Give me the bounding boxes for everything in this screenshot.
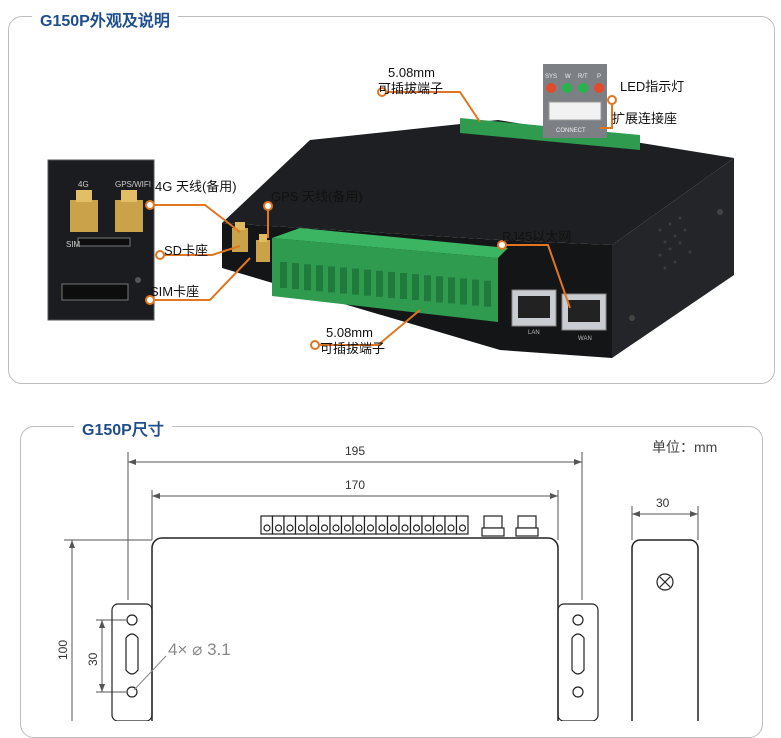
dim-total-width: 195 (345, 444, 366, 458)
dim-hole-spec: 4× ⌀ 3.1 (168, 640, 231, 659)
device-top-face (222, 120, 734, 245)
terminal-pin (352, 268, 359, 295)
terminal-screw (332, 524, 340, 532)
terminal-screw (424, 524, 432, 532)
led-inset-photo (543, 64, 607, 138)
terminal-screw (447, 524, 455, 532)
vent-holes (658, 216, 692, 270)
callout-gps-antenna: GPS 天线(备用) (271, 189, 363, 204)
terminal-pin (424, 275, 431, 302)
terminal-screw (366, 524, 375, 532)
antenna-connector-4g (232, 222, 248, 252)
terminal-pin (280, 262, 287, 288)
terminal-pin (388, 271, 395, 298)
dimensions-title: G150P尺寸 (74, 416, 172, 440)
mount-ear-right (557, 603, 599, 721)
dimensions-panel (20, 426, 763, 738)
terminal-outline-top (260, 515, 469, 535)
terminal-screw (320, 524, 329, 532)
terminal-screw (435, 524, 444, 532)
body-outline-side (631, 539, 699, 721)
terminal-screw (309, 524, 317, 532)
ethernet-port-wan (561, 293, 607, 331)
led-label-sys: SYS (545, 74, 558, 80)
dimension-drawing (64, 452, 699, 721)
antenna-connector-gps (256, 234, 270, 262)
terminal-pin (484, 280, 491, 307)
dim-height: 100 (56, 639, 70, 660)
callout-expansion: 扩展连接座 (612, 111, 678, 126)
terminal-pin (460, 278, 467, 305)
callout-sim-slot: SIM卡座 (150, 284, 200, 299)
terminal-pin (340, 267, 347, 294)
terminal-pin (472, 279, 479, 306)
terminal-screw (378, 524, 386, 532)
screw (629, 315, 635, 321)
callout-led: LED指示灯 (620, 79, 685, 94)
ethernet-outline-top (481, 515, 539, 537)
callout-terminal-top-text: 可插拔端子 (378, 81, 444, 96)
device-right-face (612, 158, 734, 358)
inset-label-sim: SIM (66, 240, 81, 249)
callout-terminal-top-size: 5.08mm (388, 65, 435, 80)
inset-label-gps: GPS/WIFI (115, 180, 151, 189)
inset-ports-photo (47, 159, 155, 321)
terminal-screw (401, 524, 409, 532)
terminal-teeth (280, 262, 491, 307)
ethernet-label-lan: LAN (528, 330, 540, 336)
terminal-screw (412, 524, 421, 532)
terminal-screw (297, 524, 306, 532)
callout-terminal-bottom-size: 5.08mm (326, 325, 373, 340)
callout-rj45: RJ45以太网 (502, 229, 572, 244)
callout-lines (150, 91, 613, 346)
terminal-pin (328, 266, 335, 293)
appearance-title: G150P外观及说明 (32, 7, 178, 31)
terminal-screw (286, 524, 294, 532)
dim-side-depth: 30 (656, 496, 670, 510)
appearance-illustration (47, 64, 734, 358)
led-label-p: P (597, 74, 602, 80)
led-label-rt: R/T (578, 74, 588, 80)
terminal-screw (263, 524, 271, 532)
body-outline-front (151, 537, 559, 721)
terminal-screw (355, 524, 363, 532)
ethernet-port-lan (511, 289, 557, 327)
terminal-pin (400, 273, 407, 299)
callout-4g-antenna: 4G 天线(备用) (155, 179, 237, 194)
inset-label-4g: 4G (78, 180, 89, 189)
mount-ear-left (111, 603, 153, 721)
unit-label: 单位：mm (652, 439, 718, 455)
dim-body-width: 170 (345, 478, 366, 492)
terminal-pin (292, 263, 299, 290)
terminal-screw (274, 524, 283, 532)
terminal-pin (376, 270, 383, 297)
dim-hole-spacing: 30 (86, 652, 100, 666)
callout-terminal-bottom-text: 可插拔端子 (320, 341, 386, 356)
led-label-w: W (565, 74, 571, 80)
terminal-screw (343, 524, 352, 532)
ethernet-label-wan: WAN (578, 336, 592, 342)
screw (717, 209, 723, 215)
callout-sd-slot: SD卡座 (164, 243, 209, 258)
terminal-pin (448, 277, 455, 304)
terminal-screw (389, 524, 398, 532)
terminal-pin (304, 264, 311, 291)
led-connect-label: CONNECT (556, 128, 586, 134)
terminal-pin (436, 276, 443, 303)
terminal-pin (316, 265, 323, 292)
terminal-screw (458, 524, 467, 532)
callout-dots (145, 87, 617, 350)
side-screw (656, 573, 674, 591)
terminal-pin (364, 269, 371, 296)
terminal-pin (412, 274, 419, 301)
